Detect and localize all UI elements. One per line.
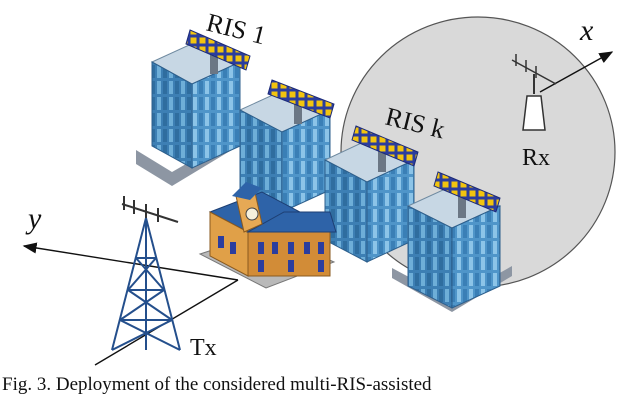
rx-label: Rx — [522, 145, 550, 171]
tx-tower-icon — [111, 196, 181, 351]
y-axis — [22, 242, 239, 281]
y-axis-label: y — [25, 202, 42, 235]
figure-caption: Fig. 3. Deployment of the considered mul… — [2, 374, 432, 395]
town-hall-icon — [198, 182, 337, 289]
ris-panel-icon — [267, 79, 335, 124]
ris-panel-icon — [433, 171, 501, 218]
x-axis — [539, 51, 614, 93]
rx-antenna-icon — [511, 54, 557, 131]
x-axis-label: x — [579, 14, 594, 47]
tx-label: Tx — [190, 335, 217, 361]
ris-panel-icon — [185, 29, 251, 74]
ris-panel-icon — [351, 125, 419, 172]
building-icon — [136, 39, 242, 186]
